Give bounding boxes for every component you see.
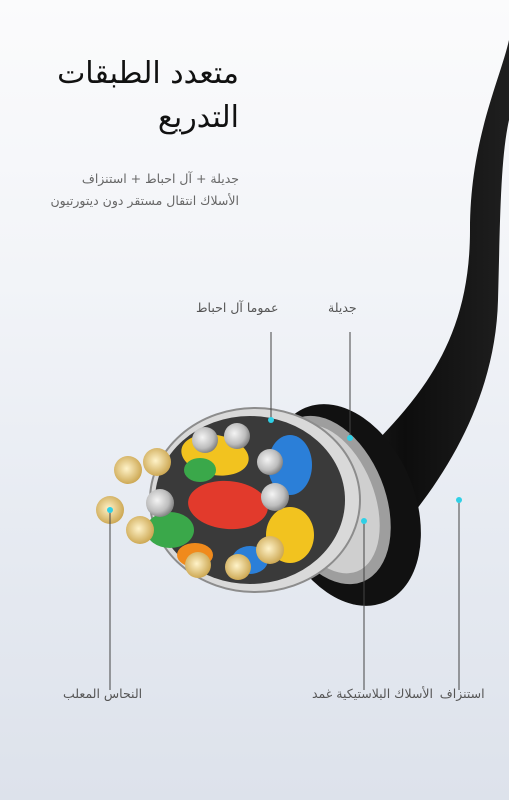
callout-drain: استنزاف xyxy=(439,686,485,701)
callout-pvc: الأسلاك البلاستيكية غمد xyxy=(312,686,434,701)
subtitle-line-2: الأسلاك انتقال مستقر دون ديتورتيون xyxy=(50,193,240,208)
callout-tinned-copper: النحاس المعلب xyxy=(63,686,143,701)
copper-strands xyxy=(96,423,289,580)
callout-foil: عموما آل احباط xyxy=(196,300,279,315)
title-line-1: متعدد الطبقات xyxy=(57,56,239,91)
callout-braid: جديلة xyxy=(328,300,357,315)
page-title: متعدد الطبقات التدريع xyxy=(9,52,239,140)
callout-lines xyxy=(109,332,460,690)
subtitle: جديلة + آل احباط + استنزاف الأسلاك انتقا… xyxy=(0,168,240,212)
callout-dots xyxy=(107,417,462,524)
title-line-2: التدريع xyxy=(157,100,239,135)
subtitle-line-1: جديلة + آل احباط + استنزاف xyxy=(81,171,239,186)
